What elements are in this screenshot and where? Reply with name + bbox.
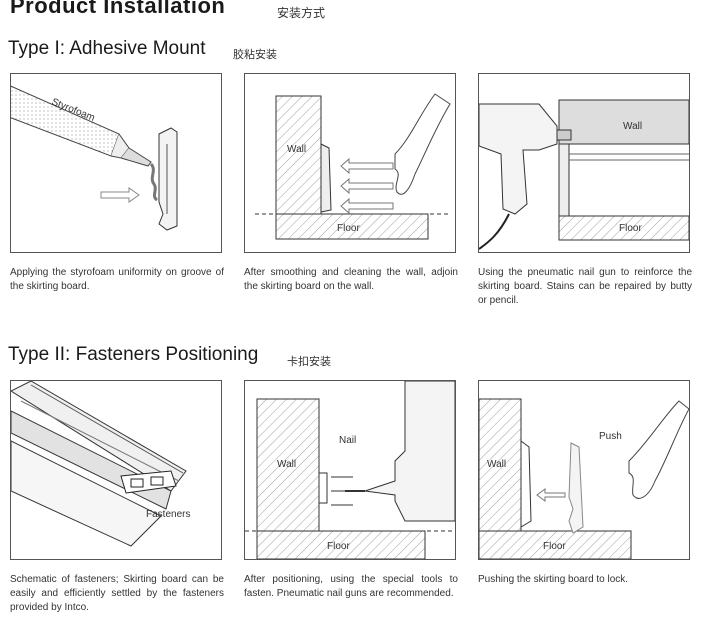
fasteners-push-illustration: Wall Floor Push <box>478 380 690 560</box>
fasteners-schematic-illustration: Fasteners <box>10 380 222 560</box>
caption-fasteners-push: Pushing the skirting board to lock. <box>478 574 629 585</box>
type1-heading-cn: 胶粘安装 <box>233 49 277 61</box>
adhesive-apply-illustration: Styrofoam <box>10 73 222 253</box>
type2-heading: Type II: Fasteners Positioning <box>8 344 259 365</box>
wall-label: Wall <box>487 459 506 470</box>
adhesive-apply-drawing: Styrofoam <box>11 85 178 231</box>
adhesive-nailgun-illustration: Wall Floor <box>478 73 690 253</box>
fasteners-schematic-drawing: Fasteners <box>11 381 190 547</box>
floor-label: Floor <box>619 223 642 234</box>
nail-label: Nail <box>339 435 356 446</box>
push-label: Push <box>599 431 622 442</box>
floor-label: Floor <box>543 541 566 552</box>
type1-heading: Type I: Adhesive Mount <box>8 38 206 59</box>
floor-label: Floor <box>337 223 360 234</box>
caption-fasteners-nail: After positioning, using the special too… <box>244 574 458 599</box>
caption-adhesive-nailgun: Using the pneumatic nail gun to reinforc… <box>478 267 692 306</box>
floor-label: Floor <box>327 541 350 552</box>
fasteners-nail-drawing: Wall Floor Nail <box>245 381 455 559</box>
wall-label: Wall <box>623 121 642 132</box>
page-title: Product Installation <box>10 0 226 18</box>
caption-adhesive-adjoin: After smoothing and cleaning the wall, a… <box>244 267 458 292</box>
wall-label: Wall <box>277 459 296 470</box>
wall-label: Wall <box>287 144 306 155</box>
caption-fasteners-schematic: Schematic of fasteners; Skirting board c… <box>10 574 224 613</box>
fasteners-label: Fasteners <box>146 509 190 520</box>
adhesive-adjoin-illustration: Wall Floor <box>244 73 456 253</box>
fasteners-nail-illustration: Wall Floor Nail <box>244 380 456 560</box>
adhesive-adjoin-drawing: Wall Floor <box>255 93 451 240</box>
adhesive-nailgun-drawing: Wall Floor <box>479 99 689 250</box>
type2-heading-cn: 卡扣安装 <box>287 356 331 368</box>
fasteners-push-drawing: Wall Floor Push <box>479 398 689 559</box>
caption-adhesive-apply: Applying the styrofoam uniformity on gro… <box>10 267 224 292</box>
page-title-cn: 安装方式 <box>277 6 326 20</box>
